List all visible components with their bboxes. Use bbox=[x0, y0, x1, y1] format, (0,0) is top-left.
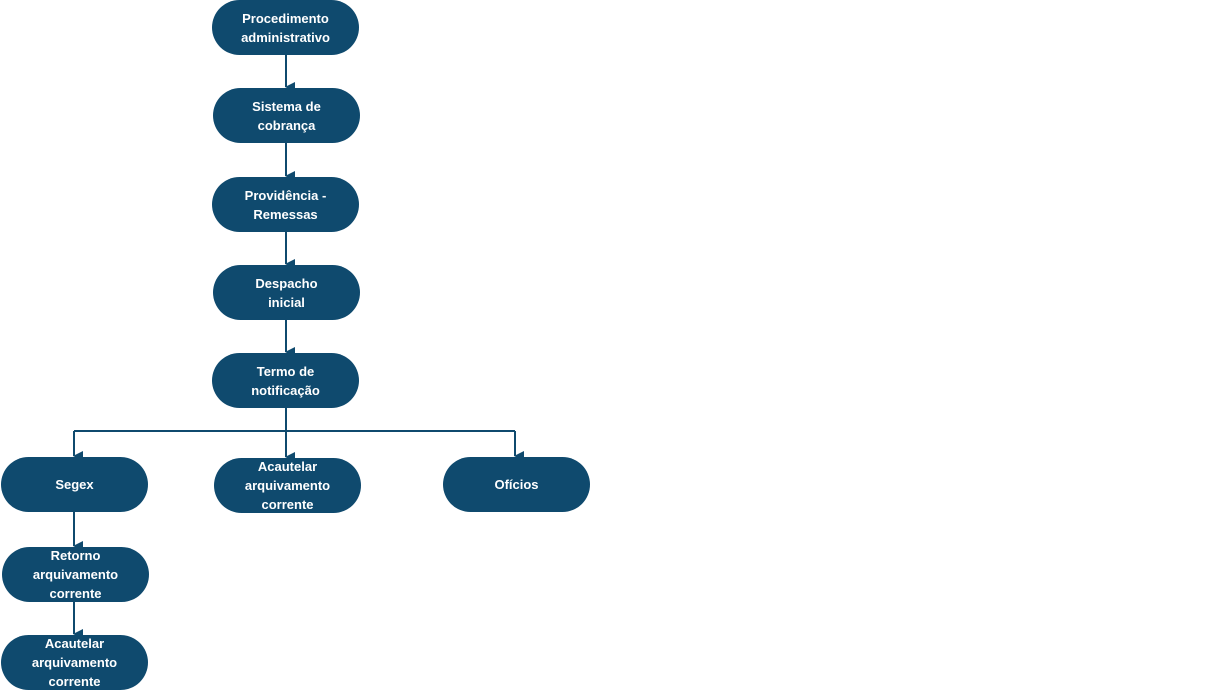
node-providencia-remessas: Providência - Remessas bbox=[212, 177, 359, 232]
node-sistema-de-cobranca: Sistema de cobrança bbox=[213, 88, 360, 143]
node-procedimento-administrativo: Procedimento administrativo bbox=[212, 0, 359, 55]
node-segex: Segex bbox=[1, 457, 148, 512]
node-label: Providência - Remessas bbox=[244, 187, 327, 222]
node-acautelar-arquivamento-corrente-final: Acautelar arquivamento corrente bbox=[1, 635, 148, 690]
node-label: Despacho inicial bbox=[255, 275, 318, 310]
node-label: Procedimento administrativo bbox=[241, 10, 330, 45]
node-label: Acautelar arquivamento corrente bbox=[31, 636, 118, 689]
node-label: Ofícios bbox=[494, 477, 539, 492]
node-label: Segex bbox=[55, 477, 94, 492]
node-oficios: Ofícios bbox=[443, 457, 590, 512]
node-retorno-arquivamento-corrente: Retorno arquivamento corrente bbox=[2, 547, 149, 602]
node-termo-de-notificacao: Termo de notificação bbox=[212, 353, 359, 408]
node-despacho-inicial: Despacho inicial bbox=[213, 265, 360, 320]
node-acautelar-arquivamento-corrente: Acautelar arquivamento corrente bbox=[214, 458, 361, 513]
node-label: Acautelar arquivamento corrente bbox=[244, 459, 331, 512]
node-label: Retorno arquivamento corrente bbox=[32, 548, 119, 601]
node-label: Termo de notificação bbox=[251, 363, 320, 398]
node-label: Sistema de cobrança bbox=[252, 98, 321, 133]
